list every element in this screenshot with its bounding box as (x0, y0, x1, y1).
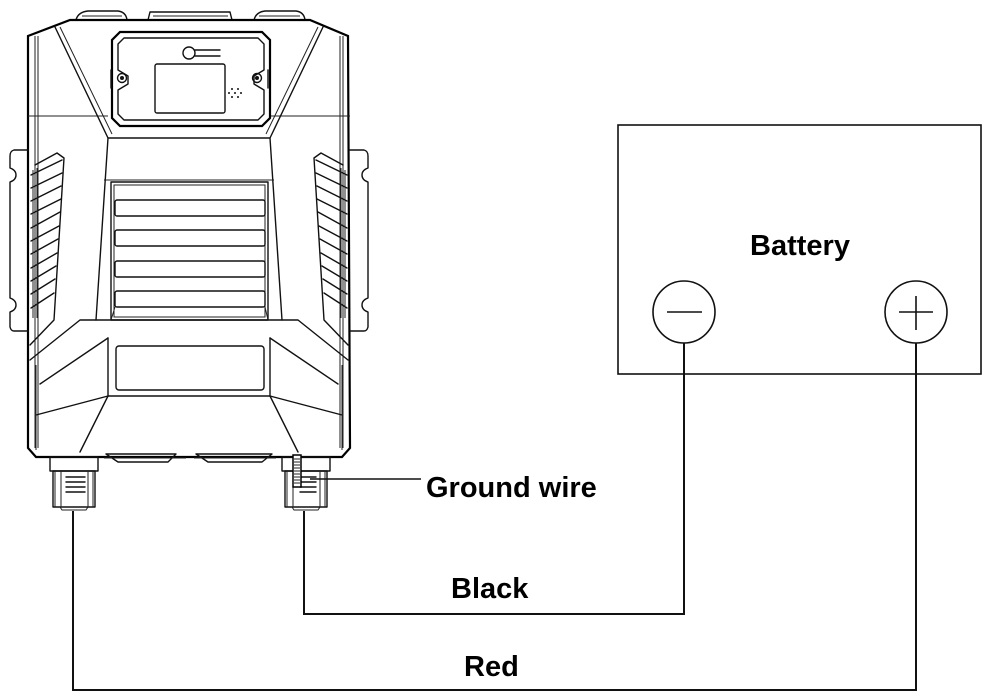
battery-box (617, 124, 982, 375)
red-wire (72, 343, 917, 691)
black-wire (303, 343, 685, 615)
label-plate (115, 345, 265, 391)
right-side-vents (313, 152, 349, 346)
device-left-terminal (49, 456, 99, 511)
indicator-led-icon (182, 46, 196, 60)
right-mount-bracket (349, 149, 369, 332)
right-screw-icon (251, 72, 263, 84)
ground-wire-label: Ground wire (426, 472, 597, 504)
black-wire-label: Black (451, 573, 529, 605)
battery-label: Battery (750, 230, 850, 262)
device-right-terminal (281, 456, 331, 511)
ground-screw-icon (292, 454, 302, 488)
left-mount-bracket (9, 149, 29, 332)
positive-terminal-icon (884, 280, 948, 344)
battery: Battery (617, 124, 982, 375)
left-side-vents (29, 152, 65, 346)
red-wire-label: Red (464, 651, 519, 683)
display-screen (154, 63, 226, 114)
device-body (26, 18, 352, 459)
display-module (110, 30, 272, 128)
left-screw-icon (116, 72, 128, 84)
device (9, 10, 369, 463)
center-vent-grille (110, 181, 269, 321)
speaker-holes-icon (228, 88, 242, 98)
device-top-knobs (75, 10, 306, 21)
negative-terminal-icon (652, 280, 716, 344)
